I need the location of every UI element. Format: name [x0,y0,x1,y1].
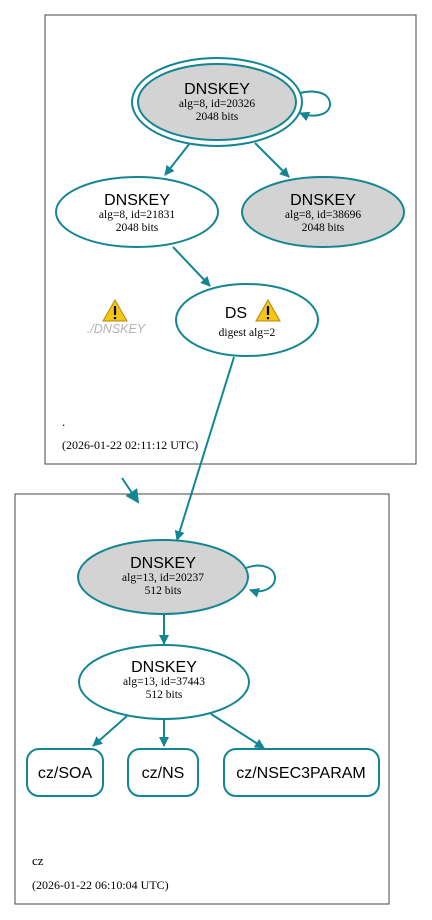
cz-ksk-node[interactable]: DNSKEY alg=13, id=20237 512 bits [77,539,249,615]
root-zone-timestamp: (2026-01-22 02:11:12 UTC) [62,438,198,452]
root-zsk-b-title: DNSKEY [290,192,356,209]
rrset-soa-node[interactable]: cz/SOA [26,748,104,797]
cz-zone-name: cz [32,853,44,868]
cz-ksk-self-edge [245,564,277,598]
cz-zone-timestamp: (2026-01-22 06:10:04 UTC) [32,878,169,892]
cz-zsk-node[interactable]: DNSKEY alg=13, id=37443 512 bits [78,644,250,720]
edge-ksk-to-zsk-b [254,142,290,178]
root-zsk-a-node[interactable]: DNSKEY alg=8, id=21831 2048 bits [55,176,219,248]
cz-zsk-bits: 512 bits [146,689,183,701]
root-ksk-bits: 2048 bits [196,111,239,123]
root-zsk-a-alg: alg=8, id=21831 [99,209,175,221]
rrset-ns-node[interactable]: cz/NS [127,748,199,797]
root-ksk-title: DNSKEY [184,81,250,98]
edge-ds-to-cz-ksk [174,356,235,541]
warning-triangle-icon [255,298,281,322]
root-ds-title: DS [225,305,247,322]
edge-cz-zsk-to-nsec3param [210,713,265,749]
missing-dnskey-warning: ./DNSKEY [87,298,147,336]
delegation-arrow [121,477,140,504]
missing-dnskey-label: ./DNSKEY [87,322,147,336]
rrset-soa-label: cz/SOA [38,765,93,782]
cz-zsk-title: DNSKEY [131,659,197,676]
edge-cz-zsk-to-soa [92,715,128,747]
root-zone-name: . [62,414,65,429]
root-ksk-alg: alg=8, id=20326 [179,98,255,110]
cz-ksk-alg: alg=13, id=20237 [122,572,204,584]
root-zsk-b-node[interactable]: DNSKEY alg=8, id=38696 2048 bits [241,176,405,248]
root-ksk-node[interactable]: DNSKEY alg=8, id=20326 2048 bits [131,57,303,147]
rrset-nsec3param-label: cz/NSEC3PARAM [236,765,366,782]
root-zsk-b-bits: 2048 bits [302,222,345,234]
cz-zsk-alg: alg=13, id=37443 [123,676,205,688]
rrset-ns-label: cz/NS [142,765,185,782]
edge-zsk-to-ds [172,246,211,287]
root-zsk-a-bits: 2048 bits [116,222,159,234]
warning-triangle-icon [102,298,128,322]
root-ksk-self-edge [293,90,332,122]
root-ds-node[interactable]: DS digest alg=2 [175,283,319,357]
cz-ksk-title: DNSKEY [130,555,196,572]
root-zsk-a-title: DNSKEY [104,192,170,209]
root-ds-digest: digest alg=2 [219,327,276,339]
cz-ksk-bits: 512 bits [145,585,182,597]
root-zsk-b-alg: alg=8, id=38696 [285,209,361,221]
rrset-nsec3param-node[interactable]: cz/NSEC3PARAM [223,748,380,797]
edge-ksk-to-zsk-a [164,142,191,176]
